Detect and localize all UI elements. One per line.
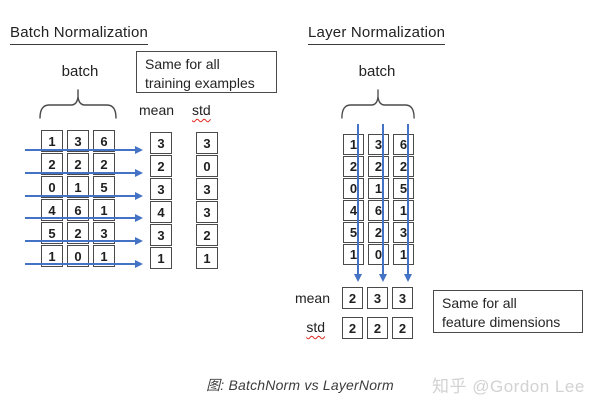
bn-mean-label: mean [139, 102, 175, 118]
value-cell: 2 [367, 317, 388, 339]
bn-std-label: std [192, 102, 211, 118]
value-cell: 3 [196, 178, 218, 200]
value-cell: 2 [343, 156, 364, 177]
value-cell: 3 [93, 222, 115, 244]
value-cell: 2 [393, 156, 414, 177]
value-cell: 2 [368, 156, 389, 177]
row-arrow-icon [25, 168, 143, 177]
column-arrow-icon [354, 124, 362, 282]
layer-normalization-title: Layer Normalization [308, 24, 446, 45]
column-arrow-icon [404, 124, 412, 282]
ln-note-box: Same for all feature dimensions [433, 290, 583, 333]
value-cell: 3 [196, 132, 218, 154]
value-cell: 0 [67, 245, 89, 267]
value-cell: 5 [41, 222, 63, 244]
ln-mean-label: mean [294, 290, 330, 306]
value-cell: 5 [393, 178, 414, 199]
value-cell: 3 [368, 134, 389, 155]
value-cell: 3 [393, 222, 414, 243]
bn-note-line2: training examples [145, 75, 255, 91]
value-cell: 6 [67, 199, 89, 221]
column-arrow-icon [379, 124, 387, 282]
value-cell: 1 [343, 244, 364, 265]
value-cell: 4 [41, 199, 63, 221]
row-arrow-icon [25, 237, 143, 246]
value-cell: 3 [392, 287, 413, 309]
bn-batch-brace-icon [39, 89, 117, 119]
value-cell: 3 [150, 178, 172, 200]
row-arrow-icon [25, 260, 143, 268]
row-arrow-icon [25, 191, 143, 200]
value-cell: 4 [150, 201, 172, 223]
value-cell: 6 [93, 130, 115, 152]
value-cell: 3 [150, 224, 172, 246]
value-cell: 2 [67, 222, 89, 244]
value-cell: 5 [93, 176, 115, 198]
value-cell: 3 [196, 201, 218, 223]
value-cell: 2 [392, 317, 413, 339]
ln-batch-brace-icon [341, 89, 415, 119]
figure-caption: 图: BatchNorm vs LayerNorm [206, 377, 394, 393]
zhihu-watermark: 知乎 @Gordon Lee [432, 377, 585, 396]
value-cell: 3 [367, 287, 388, 309]
value-cell: 1 [343, 134, 364, 155]
bn-note-line1: Same for all [145, 56, 220, 72]
bn-note-box: Same for all training examples [136, 51, 277, 93]
value-cell: 1 [41, 245, 63, 267]
value-cell: 1 [67, 176, 89, 198]
bn-batch-label: batch [61, 63, 99, 80]
value-cell: 0 [41, 176, 63, 198]
value-cell: 1 [393, 200, 414, 221]
ln-std-label: std [306, 319, 325, 335]
value-cell: 1 [93, 245, 115, 267]
value-cell: 6 [393, 134, 414, 155]
value-cell: 2 [368, 222, 389, 243]
value-cell: 1 [93, 199, 115, 221]
batch-normalization-title: Batch Normalization [10, 24, 149, 45]
value-cell: 2 [196, 224, 218, 246]
value-cell: 2 [342, 287, 363, 309]
value-cell: 1 [41, 130, 63, 152]
ln-note-line1: Same for all [442, 295, 517, 311]
value-cell: 3 [150, 132, 172, 154]
value-cell: 1 [150, 247, 172, 269]
value-cell: 0 [196, 155, 218, 177]
value-cell: 4 [343, 200, 364, 221]
value-cell: 2 [342, 317, 363, 339]
row-arrow-icon [25, 146, 143, 154]
value-cell: 3 [67, 130, 89, 152]
value-cell: 2 [41, 153, 63, 175]
value-cell: 6 [368, 200, 389, 221]
value-cell: 2 [93, 153, 115, 175]
value-cell: 1 [368, 178, 389, 199]
value-cell: 2 [67, 153, 89, 175]
ln-batch-label: batch [358, 63, 396, 80]
value-cell: 5 [343, 222, 364, 243]
value-cell: 1 [196, 247, 218, 269]
value-cell: 1 [393, 244, 414, 265]
row-arrow-icon [25, 214, 143, 223]
ln-note-line2: feature dimensions [442, 314, 561, 330]
value-cell: 0 [368, 244, 389, 265]
value-cell: 0 [343, 178, 364, 199]
value-cell: 2 [150, 155, 172, 177]
